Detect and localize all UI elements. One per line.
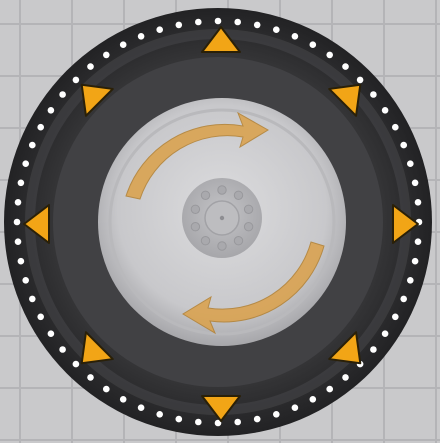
tire-stud xyxy=(195,419,202,426)
tire-stud xyxy=(48,330,55,337)
tire-stud xyxy=(103,386,110,393)
tire-stud xyxy=(254,22,261,29)
tire-stud xyxy=(412,180,419,187)
tire-stud xyxy=(382,107,389,114)
tire-stud xyxy=(407,160,414,167)
tire-stud xyxy=(342,374,349,381)
tire-stud xyxy=(357,77,364,84)
tire-stud xyxy=(18,258,25,265)
tire-stud xyxy=(73,77,80,84)
tire-stud xyxy=(156,411,163,418)
tire-stud xyxy=(176,416,183,423)
tire-stud xyxy=(22,160,29,167)
tire-stud xyxy=(37,124,44,131)
tire-stud xyxy=(326,386,333,393)
tire-stud xyxy=(370,91,377,98)
tire-stud xyxy=(310,41,317,48)
tire-stud xyxy=(234,19,241,26)
tire-stud xyxy=(59,346,66,353)
tire-stud xyxy=(292,33,299,40)
lug-nut xyxy=(218,242,226,250)
tire-stud xyxy=(22,277,29,284)
tire-stud xyxy=(73,361,80,368)
lug-nut xyxy=(191,205,199,213)
tire-stud xyxy=(407,277,414,284)
tire-stud xyxy=(120,396,127,403)
tire-stud xyxy=(392,314,399,321)
tire-stud xyxy=(18,180,25,187)
tire-stud xyxy=(138,33,145,40)
tire-stud xyxy=(59,91,66,98)
tire-stud xyxy=(176,22,183,29)
tire-stud xyxy=(254,416,261,423)
tire-stud xyxy=(273,411,280,418)
lug-nut xyxy=(201,191,209,199)
lug-nut xyxy=(234,191,242,199)
tire-stud xyxy=(29,296,36,303)
lug-nut xyxy=(234,237,242,245)
tire-stud xyxy=(412,258,419,265)
tire-stud xyxy=(400,296,407,303)
tire-stud xyxy=(400,142,407,149)
tire-stud xyxy=(415,199,422,206)
lug-nut xyxy=(244,205,252,213)
lug-nut xyxy=(201,237,209,245)
tire-stud xyxy=(103,52,110,59)
tire-stud xyxy=(37,314,44,321)
tire-stud xyxy=(87,374,94,381)
tire-stud xyxy=(87,63,94,70)
tire-stud xyxy=(15,238,22,245)
tire-stud xyxy=(382,330,389,337)
tire-stud xyxy=(138,404,145,411)
tire-stud xyxy=(370,346,377,353)
tire-stud xyxy=(120,41,127,48)
lug-nut xyxy=(244,223,252,231)
tire-stud xyxy=(310,396,317,403)
tire-stud xyxy=(415,238,422,245)
tire-stud xyxy=(326,52,333,59)
tire-stud xyxy=(195,19,202,26)
lug-nut xyxy=(218,186,226,194)
tire-stud xyxy=(342,63,349,70)
tire-stud xyxy=(292,404,299,411)
tire-stud xyxy=(156,26,163,33)
tire-stud xyxy=(392,124,399,131)
tire-stud xyxy=(14,219,21,226)
tire-stud xyxy=(15,199,22,206)
tire-stud xyxy=(48,107,55,114)
tire-stud xyxy=(234,419,241,426)
hub-center xyxy=(220,216,224,220)
tire-stud xyxy=(215,18,222,25)
tire-stud xyxy=(29,142,36,149)
tire-stud xyxy=(273,26,280,33)
lug-nut xyxy=(191,223,199,231)
